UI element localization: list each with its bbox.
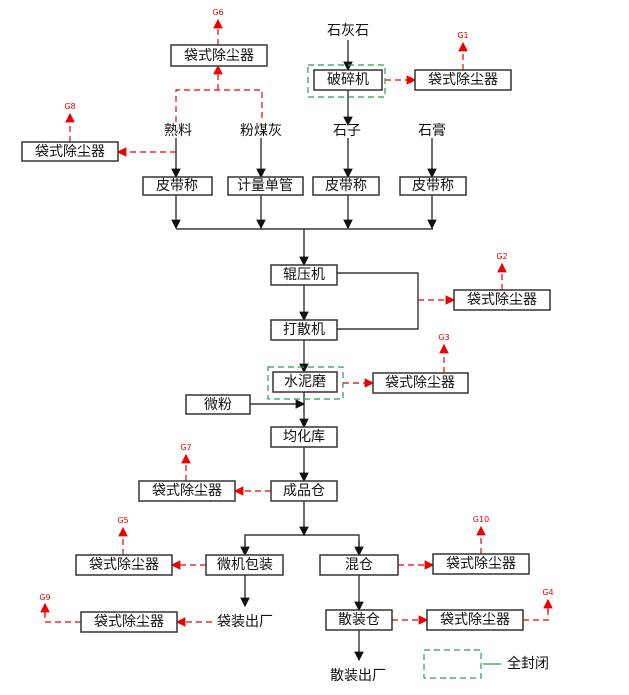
bag-filter-g4: 袋式除尘器: [426, 609, 524, 631]
metering-pipe: 计量单管: [227, 176, 304, 196]
belt-scale-stone: 皮带称: [312, 176, 380, 196]
svg-text:袋式除尘器: 袋式除尘器: [440, 612, 510, 628]
bag-filter-g6: 袋式除尘器: [170, 44, 268, 67]
svg-text:水泥磨: 水泥磨: [284, 374, 326, 390]
svg-text:袋式除尘器: 袋式除尘器: [89, 557, 159, 573]
emission-g7: G7: [180, 443, 191, 452]
svg-text:微机包装: 微机包装: [217, 557, 273, 573]
belt-scale-clinker: 皮带称: [142, 176, 213, 196]
output-bagged: 袋装出厂: [217, 614, 273, 630]
svg-text:皮带称: 皮带称: [156, 178, 198, 194]
legend: 全封闭: [423, 649, 549, 679]
emission-g1: G1: [457, 31, 468, 40]
mixing-silo: 混仓: [319, 554, 399, 576]
bulk-silo: 散装仓: [325, 609, 393, 631]
svg-text:袋式除尘器: 袋式除尘器: [428, 72, 498, 88]
svg-text:皮带称: 皮带称: [412, 178, 454, 194]
legend-enclosed-label: 全封闭: [507, 655, 549, 672]
emission-g8: G8: [64, 102, 75, 111]
svg-text:袋式除尘器: 袋式除尘器: [184, 48, 254, 64]
svg-text:均化库: 均化库: [283, 429, 325, 445]
micropowder: 微粉: [185, 394, 251, 415]
input-flyash: 粉煤灰: [240, 123, 282, 139]
dust-flow-lines: [40, 18, 553, 627]
belt-scale-gypsum: 皮带称: [399, 176, 467, 196]
emission-g6: G6: [212, 8, 223, 17]
bag-filter-g7: 袋式除尘器: [138, 480, 236, 502]
bag-filter-g1: 袋式除尘器: [414, 69, 512, 91]
bag-filter-g3: 袋式除尘器: [372, 372, 469, 394]
cement-mill: 水泥磨: [272, 371, 338, 393]
emission-g4: G4: [542, 588, 553, 597]
enclosure-crusher: [307, 64, 386, 98]
svg-text:辊压机: 辊压机: [283, 267, 325, 283]
bag-filter-g8: 袋式除尘器: [21, 141, 119, 162]
emission-g3: G3: [438, 333, 449, 342]
svg-text:皮带称: 皮带称: [325, 178, 367, 194]
svg-text:散装仓: 散装仓: [338, 612, 380, 628]
roller-press: 辊压机: [270, 264, 338, 286]
crusher: 破碎机: [313, 69, 383, 91]
packing: 微机包装: [205, 554, 284, 576]
svg-text:袋式除尘器: 袋式除尘器: [94, 614, 164, 630]
svg-text:破碎机: 破碎机: [327, 72, 369, 88]
svg-text:袋式除尘器: 袋式除尘器: [446, 556, 516, 572]
bag-filter-g5: 袋式除尘器: [75, 554, 173, 576]
svg-text:袋式除尘器: 袋式除尘器: [385, 375, 455, 391]
input-limestone: 石灰石: [327, 23, 369, 39]
input-stone: 石子: [333, 123, 361, 139]
bag-filter-g2: 袋式除尘器: [453, 289, 551, 311]
emission-g10: G10: [473, 515, 489, 524]
bag-filter-g10: 袋式除尘器: [432, 553, 530, 575]
homogenizer: 均化库: [270, 426, 338, 448]
svg-text:成品仓: 成品仓: [283, 483, 325, 499]
emission-g5: G5: [117, 516, 128, 525]
bag-filter-g9: 袋式除尘器: [80, 611, 178, 633]
emission-g2: G2: [496, 252, 507, 261]
output-bulk: 散装出厂: [330, 668, 386, 684]
enclosure-cement-mill: [267, 366, 344, 400]
disperser: 打散机: [270, 319, 338, 341]
input-gypsum: 石膏: [418, 122, 446, 139]
svg-text:打散机: 打散机: [283, 321, 325, 338]
legend-enclosure-swatch: [423, 649, 482, 679]
svg-text:混仓: 混仓: [345, 557, 373, 573]
svg-text:袋式除尘器: 袋式除尘器: [152, 483, 222, 499]
svg-text:袋式除尘器: 袋式除尘器: [35, 144, 105, 160]
svg-text:微粉: 微粉: [204, 397, 232, 413]
svg-text:计量单管: 计量单管: [237, 178, 293, 194]
input-clinker: 熟料: [164, 123, 192, 139]
emission-g9: G9: [39, 593, 50, 602]
product-silo: 成品仓: [270, 480, 338, 502]
material-flow-lines: [171, 40, 437, 662]
svg-text:袋式除尘器: 袋式除尘器: [467, 292, 537, 308]
